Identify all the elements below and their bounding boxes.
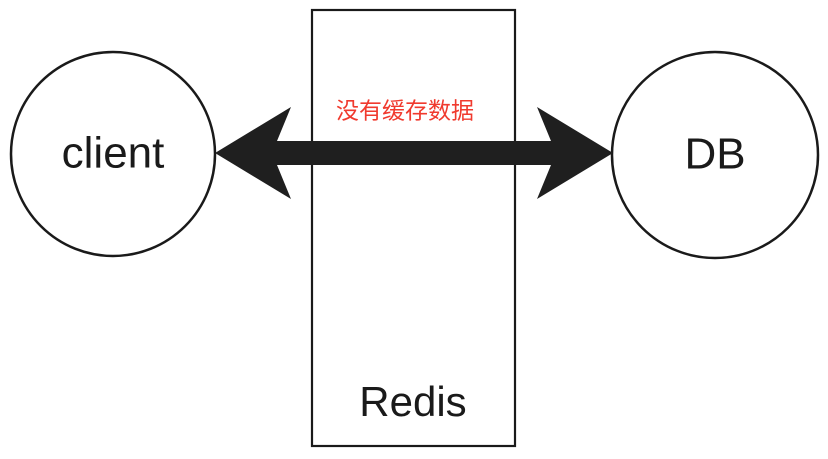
db-circle-outline	[610, 50, 820, 260]
edge-label-no-cache-data: 没有缓存数据	[336, 99, 474, 125]
client-circle-outline	[9, 50, 217, 258]
double-headed-arrow-icon	[215, 107, 613, 199]
db-label: DB	[684, 130, 745, 179]
client-label: client	[62, 129, 165, 178]
redis-label: Redis	[359, 378, 466, 425]
edge-client-db-arrow[interactable]	[215, 107, 613, 199]
node-client[interactable]: client	[9, 50, 217, 258]
redis-box-outline	[310, 8, 517, 448]
node-db[interactable]: DB	[610, 50, 820, 260]
node-redis[interactable]: Redis	[310, 8, 517, 448]
